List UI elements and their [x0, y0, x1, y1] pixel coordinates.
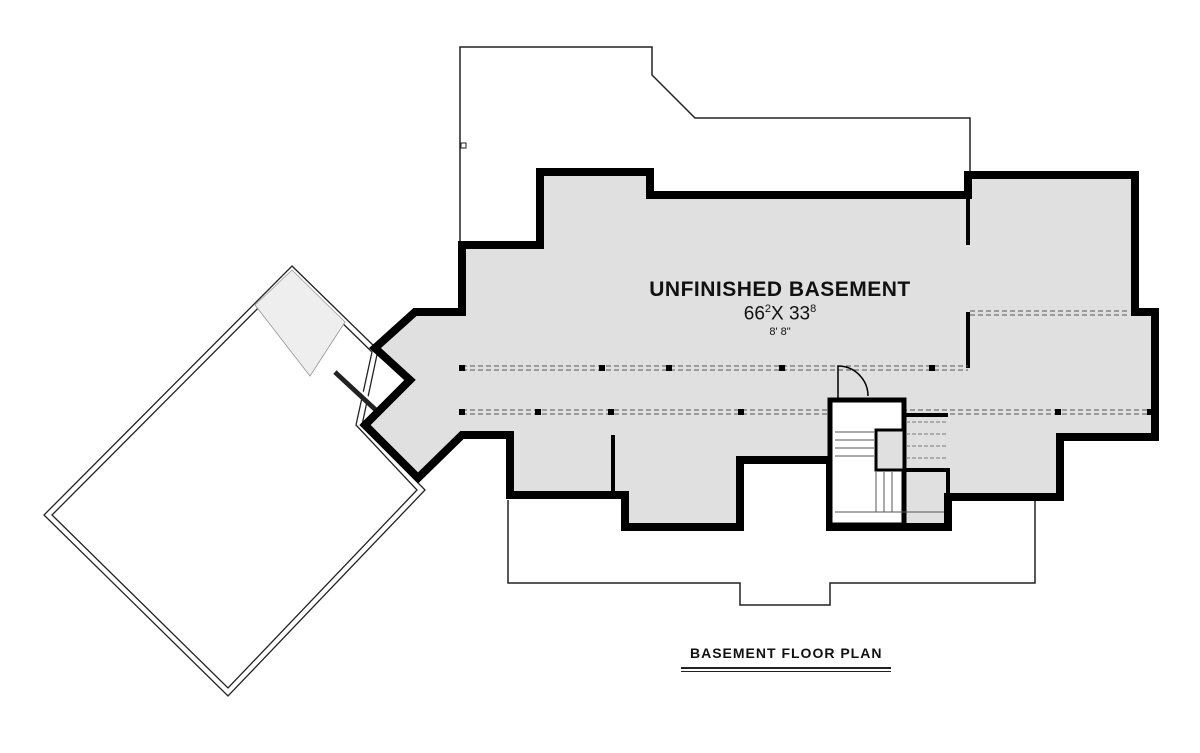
garage-outline [43, 265, 426, 697]
post-marker [460, 142, 467, 149]
porch-outline [507, 500, 1036, 606]
beam-lines [462, 310, 1150, 415]
door-swing-icon [837, 365, 869, 398]
support-posts [459, 365, 1153, 415]
stairs [827, 365, 950, 528]
hatched-area [254, 269, 346, 377]
basement-floor [359, 168, 1159, 531]
title-underline [681, 667, 891, 672]
plan-title: BASEMENT FLOOR PLAN [690, 645, 883, 661]
room-dimensions: 662X 338 [743, 303, 817, 325]
upper-level-outline [459, 46, 971, 245]
interior-walls [611, 195, 970, 495]
garage-door-line [333, 370, 378, 412]
ceiling-height: 8' 8" [769, 326, 791, 338]
room-name: UNFINISHED BASEMENT [649, 278, 911, 301]
